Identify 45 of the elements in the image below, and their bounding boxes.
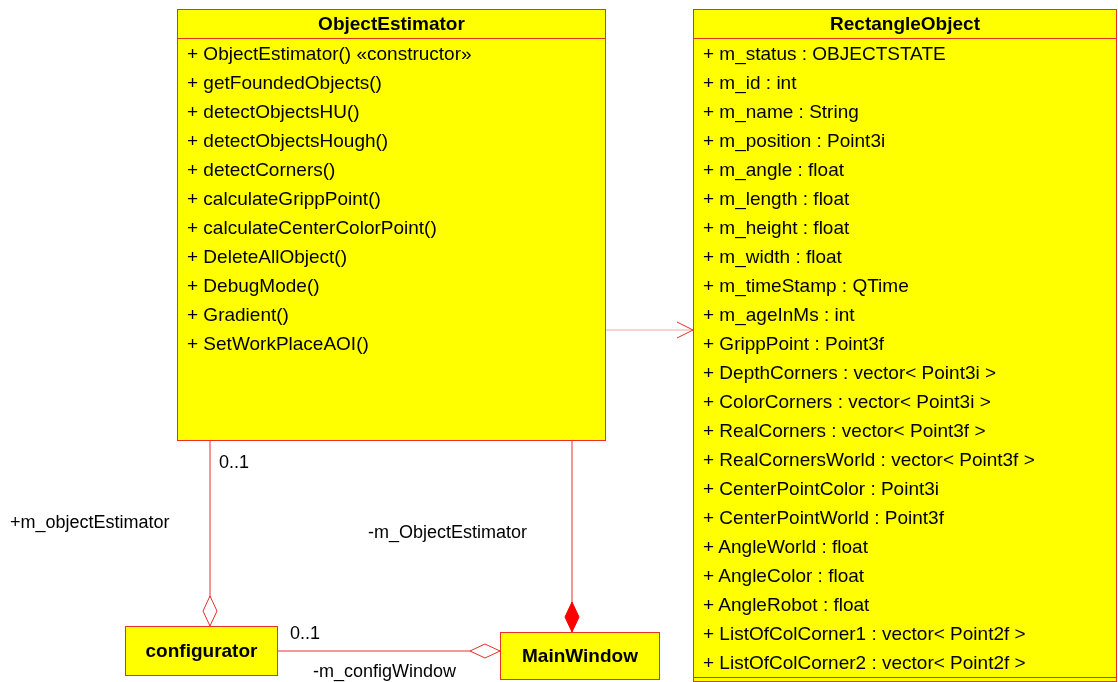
class-member: + calculateCenterColorPoint() — [186, 216, 438, 240]
class-member: + getFoundedObjects() — [186, 71, 383, 95]
class-member: + RealCornersWorld : vector< Point3f > — [702, 448, 1036, 472]
aggregation-line — [277, 643, 501, 659]
composition-line — [564, 440, 580, 633]
class-name: RectangleObject — [694, 10, 1116, 39]
class-member: + detectObjectsHough() — [186, 129, 390, 153]
class-member: + ObjectEstimator() «constructor» — [186, 42, 473, 66]
class-member: + detectCorners() — [186, 158, 337, 182]
class-member: + calculateGrippPoint() — [186, 187, 382, 211]
class-member: + DeleteAllObject() — [186, 245, 348, 269]
class-member: + RealCorners : vector< Point3f > — [702, 419, 987, 443]
class-member: + m_status : OBJECTSTATE — [702, 42, 947, 67]
class-box — [125, 626, 278, 676]
dependency-arrow — [605, 321, 694, 339]
class-member: + CenterPointWorld : Point3f — [702, 506, 945, 530]
aggregation-line — [202, 440, 218, 627]
class-name: configurator — [145, 639, 258, 663]
class-box — [177, 9, 606, 441]
class-member: + ListOfColCorner1 : vector< Point2f > — [702, 622, 1027, 646]
class-member: + Gradient() — [186, 303, 290, 327]
class-member: + AngleWorld : float — [702, 535, 869, 559]
class-name: MainWindow — [522, 644, 638, 668]
class-member: + CenterPointColor : Point3i — [702, 477, 941, 501]
class-member: + m_id : int — [702, 71, 798, 96]
class-member: + m_ageInMs : int — [702, 303, 856, 328]
class-member: + m_width : float — [702, 245, 843, 270]
class-member: + ColorCorners : vector< Point3i > — [702, 390, 992, 414]
class-member: + DepthCorners : vector< Point3i > — [702, 361, 998, 385]
class-box — [693, 9, 1117, 682]
class-member: + m_timeStamp : QTime — [702, 274, 910, 299]
class-member: + GrippPoint : Point3f — [702, 332, 886, 356]
class-member: + DebugMode() — [186, 274, 321, 298]
class-member: + m_height : float — [702, 216, 851, 241]
class-member: + m_position : Point3i — [702, 129, 887, 154]
class-member: + m_name : String — [702, 100, 860, 125]
class-member: + ListOfColCorner2 : vector< Point2f > — [694, 648, 1116, 678]
class-member: + AngleColor : float — [702, 564, 866, 588]
class-box — [500, 632, 660, 680]
class-member: + m_angle : float — [702, 158, 845, 183]
class-name: ObjectEstimator — [178, 10, 605, 39]
class-member: + AngleRobot : float — [702, 593, 871, 617]
class-member: + SetWorkPlaceAOI() — [186, 332, 370, 356]
class-member: + detectObjectsHU() — [186, 100, 361, 124]
class-member: + m_length : float — [702, 187, 851, 212]
